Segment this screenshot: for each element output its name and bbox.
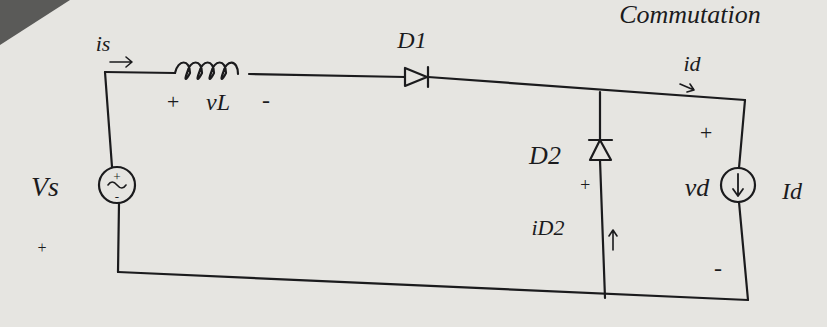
circuit-label: Commutation (619, 2, 761, 28)
circuit-label: vL (206, 90, 230, 114)
wire (739, 100, 745, 168)
circuit-label: + (699, 122, 714, 144)
circuit-label: - (115, 190, 119, 203)
circuit-label: + (166, 91, 181, 113)
circuit-label: - (262, 88, 270, 112)
current-arrow (110, 57, 132, 67)
wire (739, 202, 748, 300)
circuit-label: is (96, 33, 111, 55)
diode-symbol (590, 140, 611, 160)
ac-wave (108, 182, 126, 188)
circuit-label: D1 (397, 28, 426, 52)
wire (105, 72, 175, 73)
diode-symbol (405, 68, 427, 86)
circuit-label: Id (782, 179, 802, 203)
voltage-source-symbol (99, 167, 135, 203)
current-source-symbol (721, 168, 755, 202)
circuit-label: iD2 (532, 217, 565, 239)
circuit-label: id (683, 53, 700, 75)
current-arrow (733, 174, 743, 196)
wire (105, 72, 112, 167)
wire (599, 92, 601, 140)
current-arrow (680, 84, 694, 92)
current-arrow (609, 230, 617, 250)
wire (118, 272, 748, 300)
circuit-label: + (113, 170, 122, 183)
wire (600, 160, 605, 298)
circuit-label: - (714, 256, 722, 280)
circuit-label: Vs (31, 173, 59, 201)
circuit-label: + (37, 240, 48, 256)
wire (249, 74, 405, 77)
wire (428, 77, 745, 100)
inductor-symbol (175, 63, 238, 80)
circuit-label: D2 (529, 143, 561, 169)
wire (118, 203, 119, 272)
circuit-label: + (579, 176, 591, 194)
paper-shadow (0, 0, 70, 45)
circuit-label: vd (685, 175, 710, 201)
